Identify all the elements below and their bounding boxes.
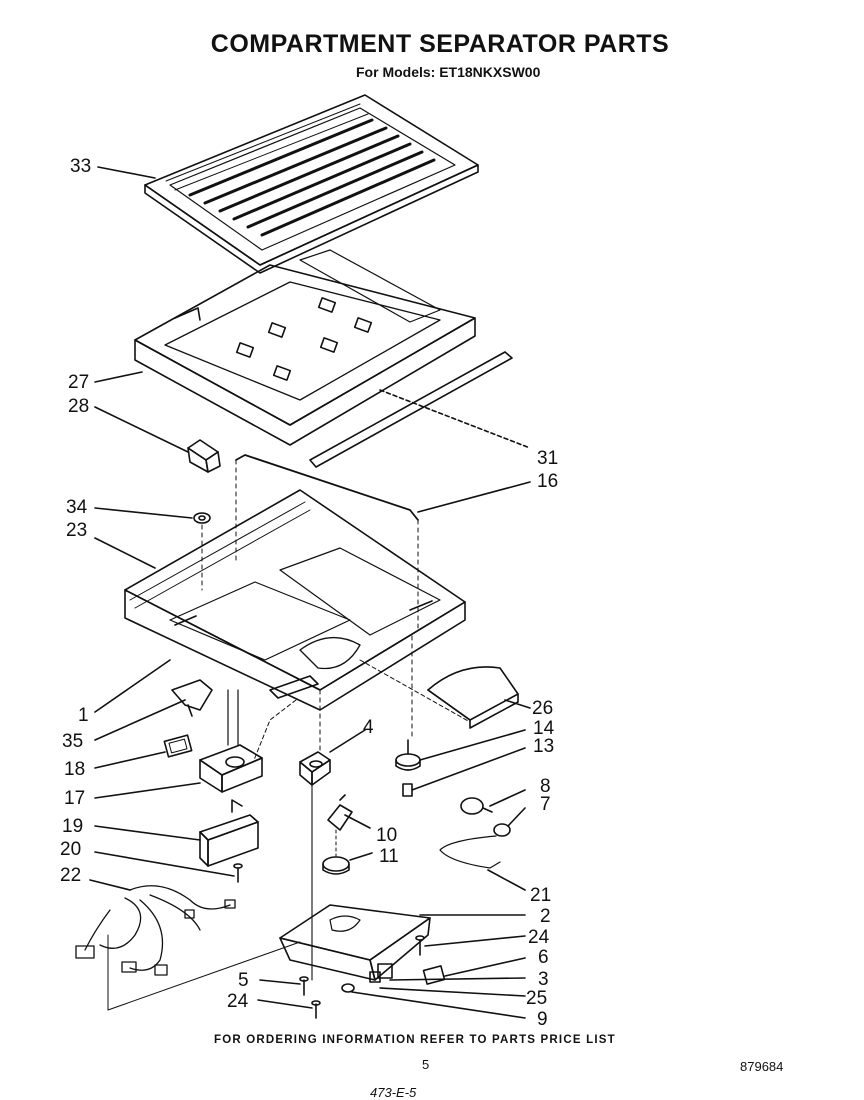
- callout-24b: 24: [227, 991, 249, 1012]
- leader-26: [504, 699, 531, 709]
- document-number: 879684: [740, 1059, 784, 1074]
- callout-8: 8: [540, 776, 551, 797]
- leader-24b: [257, 999, 313, 1009]
- callout-4: 4: [363, 717, 374, 738]
- callout-19: 19: [62, 816, 84, 837]
- part-5-screw: [299, 976, 309, 996]
- part-20-screw: [233, 863, 243, 883]
- callout-1: 1: [78, 705, 89, 726]
- page-number: 5: [422, 1057, 430, 1072]
- callout-3: 3: [538, 969, 549, 990]
- part-18-bezel: [163, 734, 193, 758]
- ordering-footer: FOR ORDERING INFORMATION REFER TO PARTS …: [214, 1034, 616, 1046]
- leader-18: [94, 751, 166, 769]
- callout-2: 2: [540, 906, 551, 927]
- leader-27: [94, 371, 143, 383]
- callout-24a: 24: [528, 927, 550, 948]
- callout-28: 28: [68, 396, 90, 417]
- part-27-frame: [134, 249, 476, 446]
- callout-22: 22: [60, 865, 82, 886]
- part-31-strip: [309, 351, 513, 468]
- model-subtitle: For Models: ET18NKXSW00: [356, 64, 541, 80]
- callout-7: 7: [540, 794, 551, 815]
- leader-19: [94, 825, 201, 841]
- part-6-switch: [422, 965, 446, 985]
- callout-11: 11: [379, 846, 399, 867]
- part-9-clip: [341, 983, 355, 993]
- leader-33: [97, 166, 156, 179]
- callout-13: 13: [533, 736, 555, 757]
- page-title: COMPARTMENT SEPARATOR PARTS: [210, 30, 670, 58]
- part-17-housing: [199, 744, 263, 793]
- callout-10: 10: [376, 825, 398, 846]
- callout-20: 20: [60, 839, 82, 860]
- leader-3: [389, 977, 526, 981]
- callout-14: 14: [533, 718, 555, 739]
- part-24b-screw: [311, 1000, 321, 1019]
- part-33-grille: [144, 94, 479, 274]
- leader-35: [94, 699, 186, 741]
- callout-16: 16: [537, 471, 559, 492]
- leader-22: [89, 879, 131, 891]
- part-14-roller: [395, 739, 421, 771]
- callout-34: 34: [66, 497, 88, 518]
- callout-5: 5: [238, 970, 249, 991]
- part-22-harness: [75, 885, 301, 1011]
- leader-34: [94, 507, 193, 519]
- leader-4: [329, 729, 366, 753]
- leader-31: [379, 389, 531, 449]
- part-10-sensor: [327, 794, 353, 831]
- callout-25: 25: [526, 988, 548, 1009]
- part-28-block: [187, 439, 221, 473]
- leader-1: [94, 659, 171, 713]
- part-2-housing: [279, 904, 431, 981]
- leader-9: [351, 991, 526, 1019]
- leader-10: [344, 814, 371, 829]
- callout-26: 26: [532, 698, 554, 719]
- leader-11: [349, 852, 373, 861]
- leader-6: [444, 957, 526, 977]
- part-21-wire: [439, 835, 501, 869]
- part-26-insulation: [427, 666, 519, 729]
- part-3-switch: [369, 963, 393, 983]
- part-34-grommet: [193, 512, 211, 524]
- leader-21: [487, 869, 526, 891]
- leader-20: [94, 851, 235, 877]
- part-19-control: [199, 799, 259, 867]
- callout-35: 35: [62, 731, 84, 752]
- callout-17: 17: [64, 788, 86, 809]
- leader-14: [419, 729, 526, 761]
- callout-31: 31: [537, 448, 559, 469]
- part-7-socket: [493, 823, 511, 837]
- leader-5: [259, 979, 301, 985]
- leader-24a: [424, 935, 526, 947]
- callout-33: 33: [70, 156, 92, 177]
- part-16-wire: [235, 454, 419, 521]
- handwritten-note: 473-E-5: [370, 1085, 417, 1100]
- part-8-bulb: [460, 797, 493, 815]
- leader-7: [507, 807, 526, 827]
- leader-8: [489, 789, 526, 807]
- leader-13: [411, 747, 526, 791]
- part-11-knob: [322, 856, 350, 875]
- part-35-damper: [171, 679, 213, 717]
- leader-17: [94, 782, 201, 799]
- part-24a-screw: [415, 935, 425, 956]
- callout-23: 23: [66, 520, 88, 541]
- callout-21: 21: [530, 885, 552, 906]
- callout-18: 18: [64, 759, 86, 780]
- leader-25: [379, 987, 526, 997]
- part-13-clip: [402, 783, 413, 797]
- callout-6: 6: [538, 947, 549, 968]
- part-4-bracket: [299, 751, 331, 786]
- callout-27: 27: [68, 372, 90, 393]
- leader-16: [417, 481, 531, 513]
- callout-9: 9: [537, 1009, 548, 1030]
- leader-28: [94, 406, 189, 453]
- part-23-pan: [124, 489, 466, 711]
- leader-23: [94, 537, 156, 569]
